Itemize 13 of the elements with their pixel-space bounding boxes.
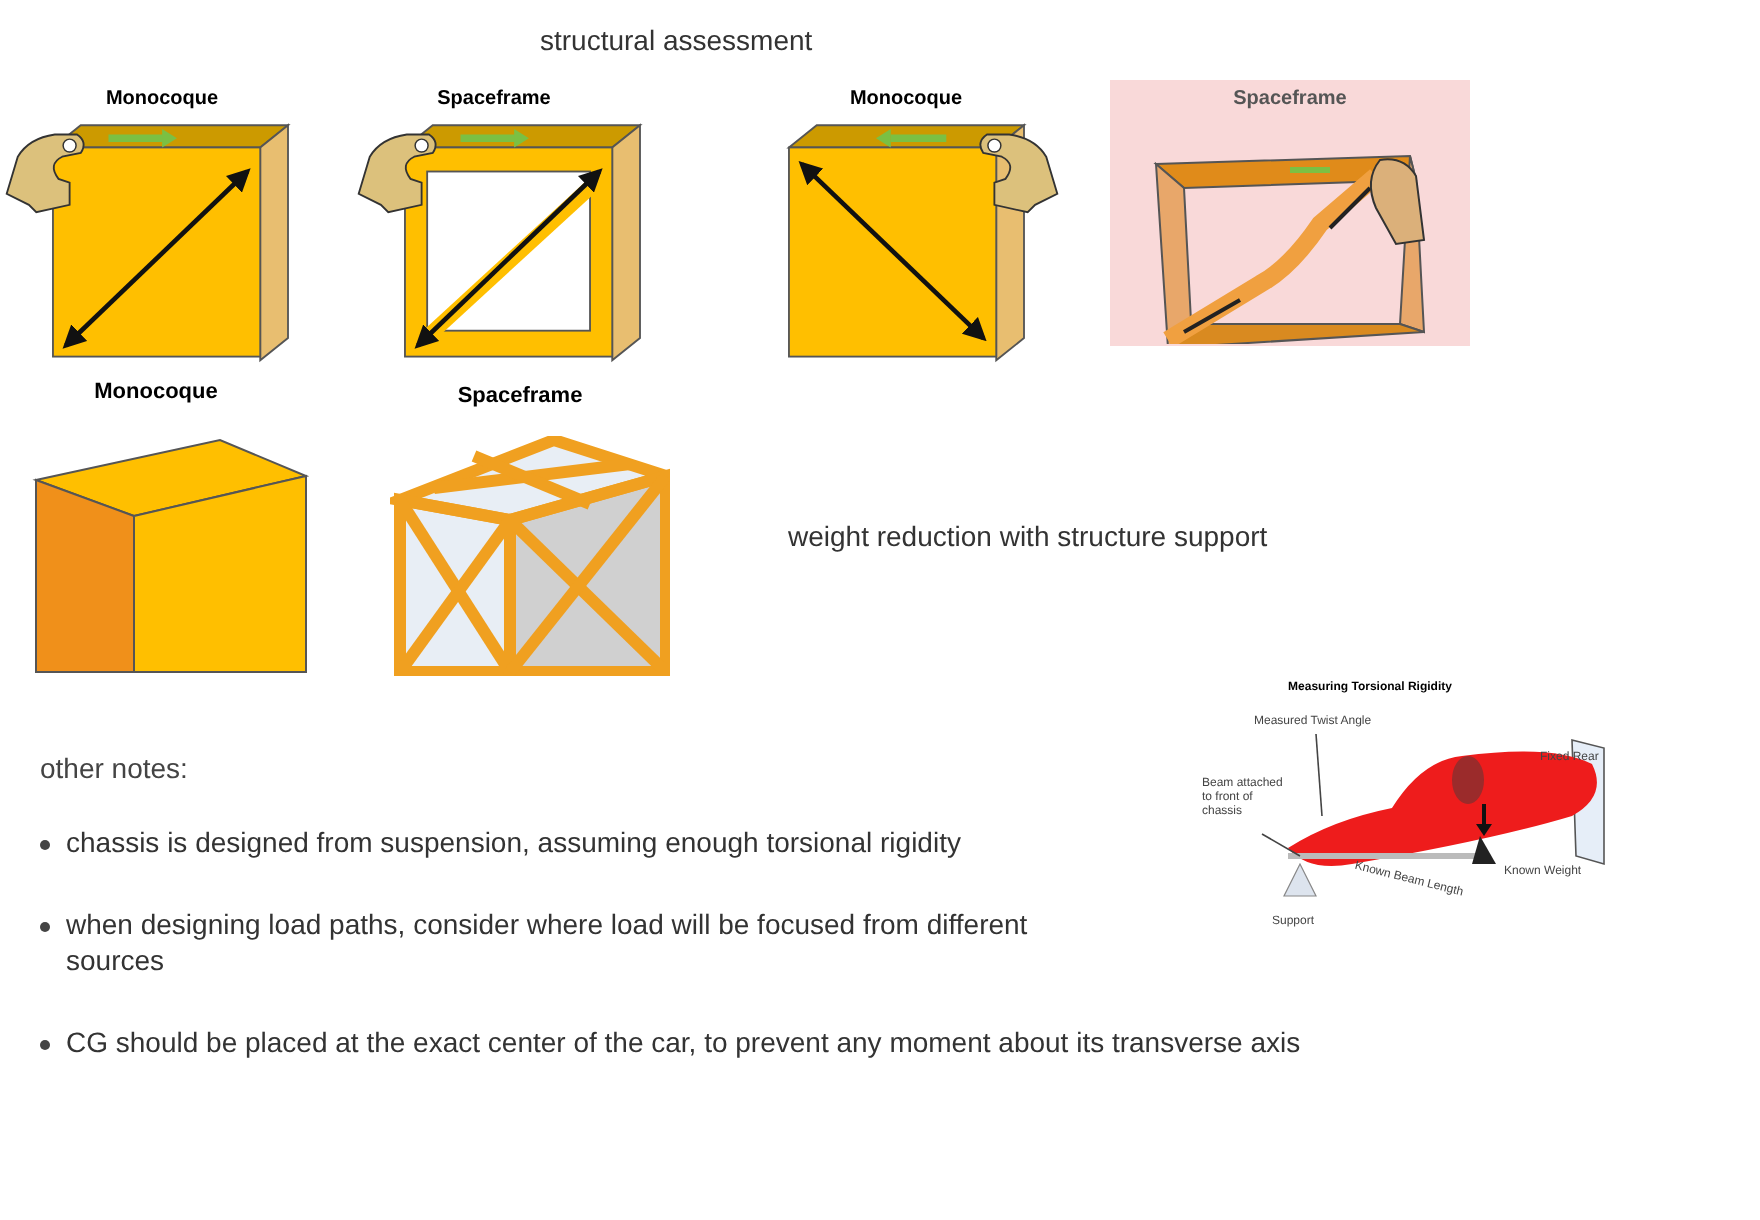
label: Monocoque: [94, 380, 218, 404]
heading: other notes:: [40, 752, 188, 784]
label: Spaceframe: [437, 88, 551, 110]
label: Monocoque: [105, 88, 219, 110]
label: Monocoque: [849, 88, 963, 110]
bullet-text: when designing load paths, consider where load will be focused from different sources: [66, 906, 1030, 979]
leader-line: [1315, 733, 1323, 817]
note-text: weight reduction with structure support: [788, 520, 1268, 552]
title: structural assessment: [540, 22, 813, 60]
bullet-text: CG should be placed at the exact center of the car, to prevent any moment about its transverse axis: [66, 1024, 1301, 1061]
label: Spaceframe: [457, 384, 583, 408]
leader-line: [1261, 833, 1301, 857]
bullet-text: chassis is designed from suspension, assuming enough torsional rigidity: [66, 824, 961, 861]
